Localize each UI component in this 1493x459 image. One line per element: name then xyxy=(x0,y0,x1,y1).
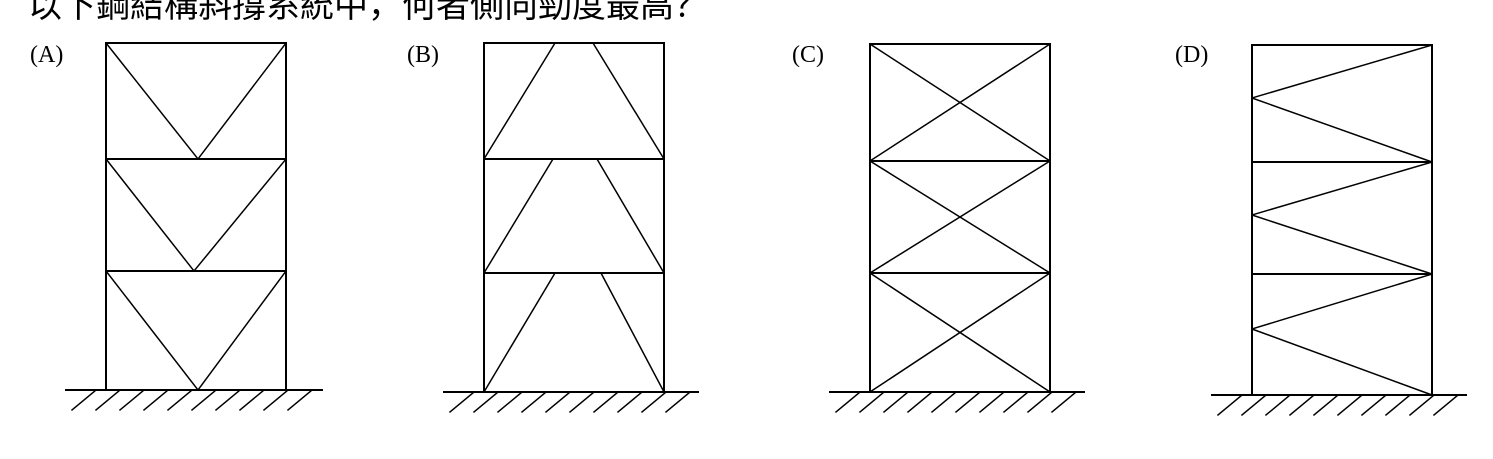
frame-a-brace xyxy=(196,41,288,161)
frame-b xyxy=(443,41,699,414)
frame-a-brace xyxy=(192,157,288,273)
frame-b-brace xyxy=(595,157,666,275)
option-d-label: (D) xyxy=(1175,42,1209,68)
frame-d-brace xyxy=(1251,273,1433,330)
frame-d-brace xyxy=(1251,161,1433,216)
frame-d-brace xyxy=(1251,44,1433,99)
frame-a-brace xyxy=(104,269,200,392)
frame-b-brace xyxy=(591,41,666,161)
option-a-label: (A) xyxy=(30,42,64,68)
frame-d-brace xyxy=(1251,328,1433,396)
frame-a-brace xyxy=(104,157,196,273)
frame-b-brace xyxy=(599,271,666,394)
frame-d-brace xyxy=(1251,214,1433,275)
frame-c-brace xyxy=(868,159,1052,275)
frame-d-ground-hatch xyxy=(1216,393,1460,417)
frame-a-brace xyxy=(196,269,288,392)
frame-b-brace xyxy=(482,157,555,275)
frame-a-ground-hatch xyxy=(70,388,314,412)
frame-a-brace xyxy=(104,41,200,161)
frame-a xyxy=(65,41,323,412)
question-text: 以下鋼結構斜撐系統中，何者側向勁度最高？ xyxy=(28,0,708,26)
frame-d xyxy=(1211,44,1467,417)
frame-c xyxy=(829,42,1085,414)
frame-c-brace xyxy=(868,271,1052,394)
frame-b-brace xyxy=(482,271,557,394)
frame-c-brace xyxy=(868,42,1052,163)
option-b-label: (B) xyxy=(407,42,439,68)
frame-c-ground-hatch xyxy=(834,390,1078,414)
frame-b-brace xyxy=(482,41,557,161)
frame-b-ground-hatch xyxy=(448,390,692,414)
option-c-label: (C) xyxy=(792,42,824,68)
frame-d-brace xyxy=(1251,97,1433,163)
